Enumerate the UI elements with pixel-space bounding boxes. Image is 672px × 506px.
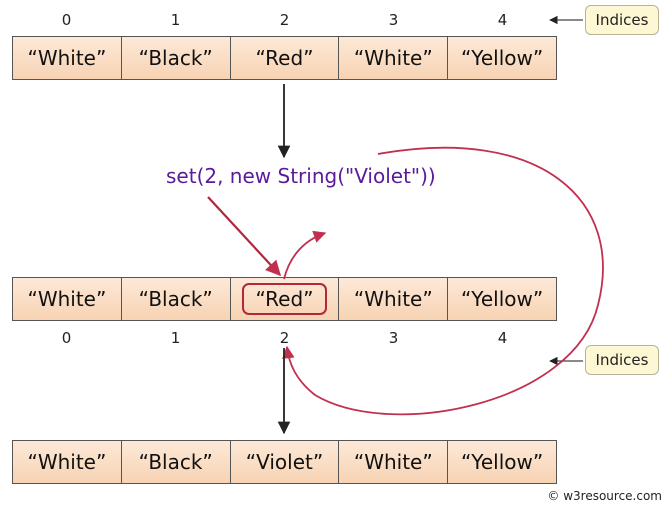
list-cell: “Red” xyxy=(230,37,340,79)
result-list: “White” “Black” “Violet” “White” “Yellow… xyxy=(12,440,557,484)
index-label: 3 xyxy=(388,329,399,347)
copyright-label: © w3resource.com xyxy=(547,489,662,503)
index-label: 4 xyxy=(497,329,508,347)
list-cell: “White” xyxy=(339,441,449,483)
indices-tag-top: Indices xyxy=(585,5,659,35)
highlighted-cell: “Red” xyxy=(230,278,340,320)
list-cell: “White” xyxy=(339,278,449,320)
bottom-indices: 0 1 2 3 4 xyxy=(12,329,557,347)
target-list: “White” “Black” “Red” “White” “Yellow” xyxy=(12,277,557,321)
top-indices: 0 1 2 3 4 xyxy=(12,11,557,29)
list-cell: “Violet” xyxy=(230,441,340,483)
list-cell: “White” xyxy=(13,278,122,320)
old-value-out-arrow xyxy=(283,230,327,280)
list-cell: “Yellow” xyxy=(448,441,556,483)
index-label: 1 xyxy=(170,11,181,29)
list-cell: “Yellow” xyxy=(448,37,556,79)
operation-to-cell-arrow xyxy=(207,196,282,277)
index-label: 2 xyxy=(279,329,290,347)
list-cell: “Black” xyxy=(121,37,231,79)
original-list: “White” “Black” “Red” “White” “Yellow” xyxy=(12,36,557,80)
index-label: 0 xyxy=(61,329,72,347)
list-cell: “White” xyxy=(13,441,122,483)
index-label: 4 xyxy=(497,11,508,29)
list-cell: “Yellow” xyxy=(448,278,556,320)
list-cell: “White” xyxy=(13,37,122,79)
list-cell: “Black” xyxy=(121,278,231,320)
list-cell: “Black” xyxy=(121,441,231,483)
index-label: 2 xyxy=(279,11,290,29)
index-label: 0 xyxy=(61,11,72,29)
index-label: 3 xyxy=(388,11,399,29)
index-label: 1 xyxy=(170,329,181,347)
set-operation-label: set(2, new String("Violet")) xyxy=(166,164,436,188)
new-value-loop-arrow xyxy=(282,146,604,416)
indices-tag-bottom: Indices xyxy=(585,345,659,375)
list-cell: “White” xyxy=(339,37,449,79)
